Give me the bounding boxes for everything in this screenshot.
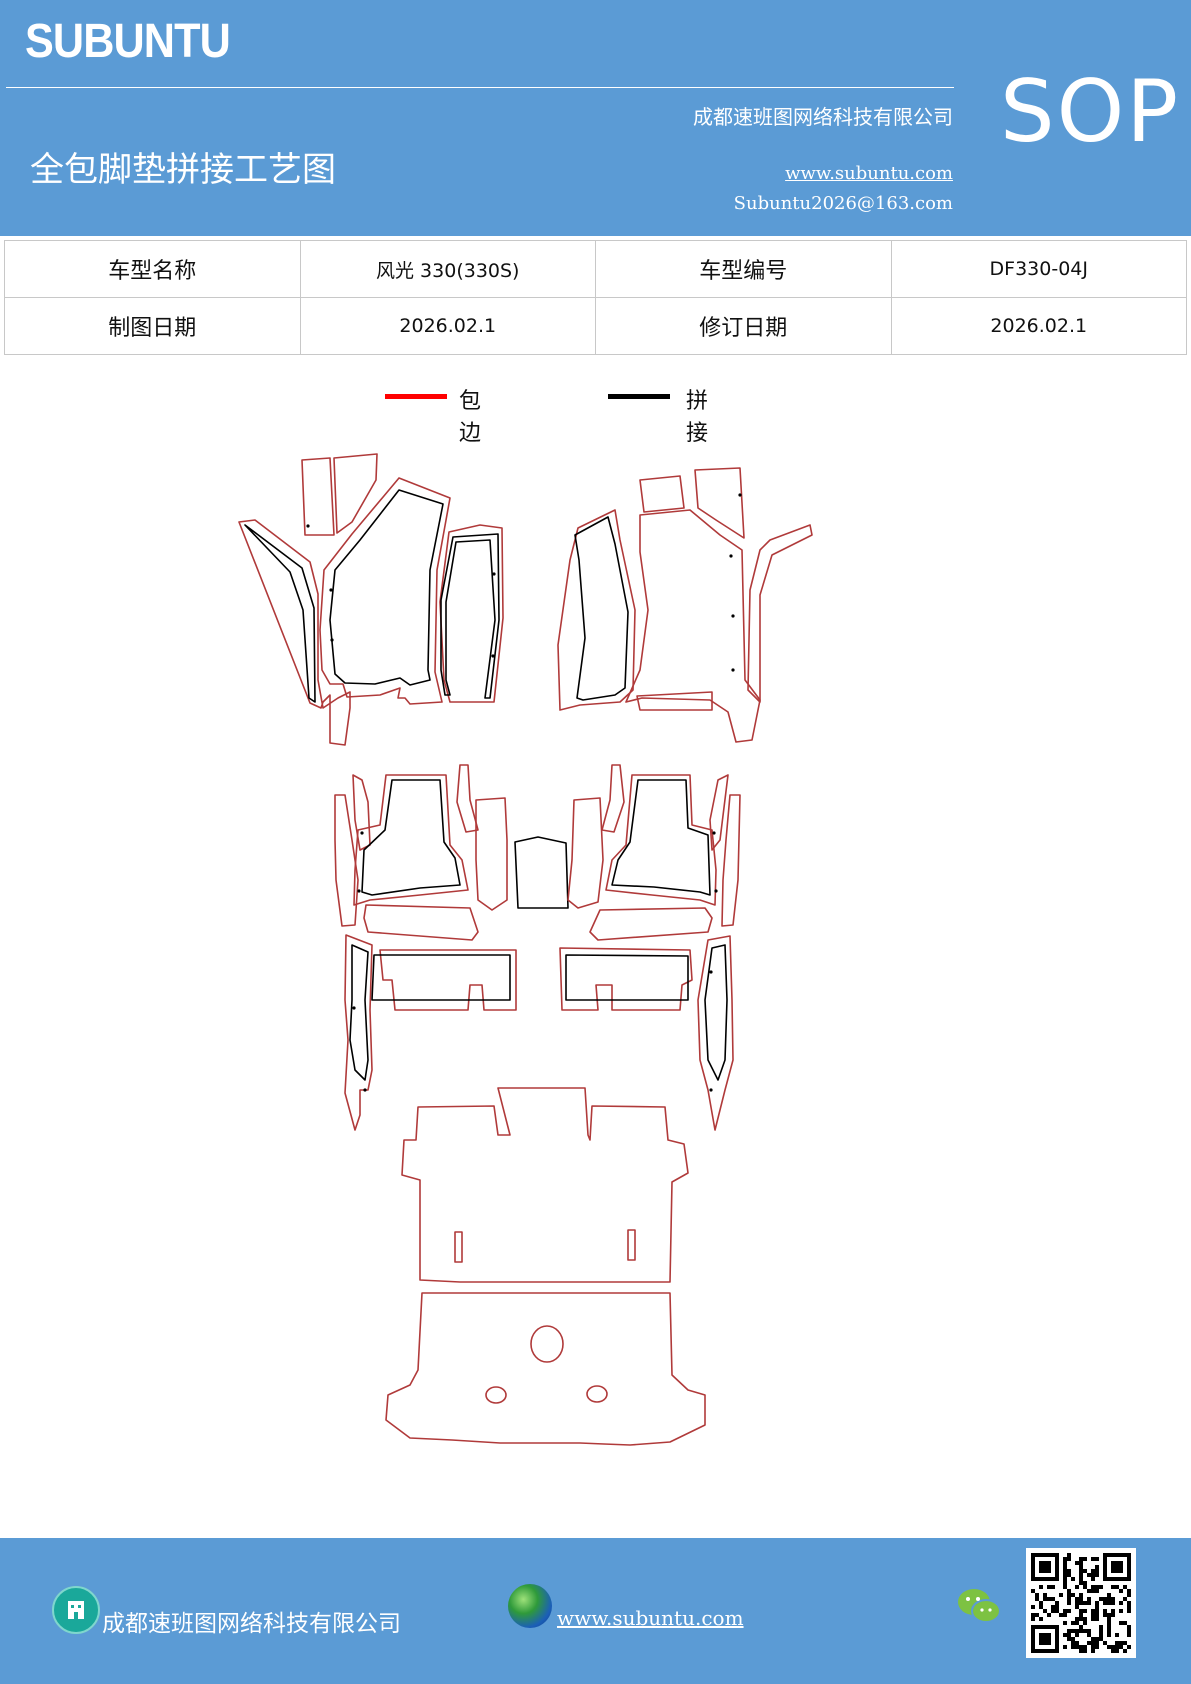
header-divider [6,87,954,88]
building-icon [52,1586,100,1634]
stitch-marker [360,831,364,835]
table-cell: DF330-04J [890,240,1187,298]
mat-piece [353,774,469,906]
mat-piece [344,934,373,1131]
wechat-icon[interactable] [956,1586,1002,1626]
mat-piece [475,797,508,911]
footer-company: 成都速班图网络科技有限公司 [102,1611,401,1637]
mat-piece [371,954,511,1001]
stitch-marker [329,588,333,592]
mat-piece [721,794,741,927]
qr-code-icon [1026,1548,1136,1658]
mat-piece [605,774,717,906]
mat-piece [589,907,713,941]
header-email: Subuntu2026@163.com [733,193,953,214]
floor-mat-diagram [238,453,813,1446]
sop-label: SOP [1000,62,1181,162]
mat-piece [636,691,713,711]
mat-piece [454,1231,463,1263]
table-cell: 车型编号 [595,240,892,298]
mat-hole [586,1385,608,1403]
mat-piece [349,944,369,1081]
stitch-marker [731,668,735,672]
legend-swatch-red [385,394,447,399]
mat-piece [514,836,569,909]
mat-piece [697,935,734,1131]
mat-piece [625,509,761,743]
mat-hole [530,1325,564,1363]
table-row: 车型名称 风光 330(330S) 车型编号 DF330-04J [4,240,1187,298]
mat-piece [456,764,479,833]
table-cell: 风光 330(330S) [299,240,596,298]
mat-piece [238,519,351,746]
mat-piece [601,764,625,833]
stitch-marker [330,638,334,642]
table-cell: 2026.02.1 [890,297,1187,355]
mat-piece [611,779,711,896]
table-cell: 2026.02.1 [299,297,596,355]
stitch-marker [738,493,742,497]
header-website-link[interactable]: www.subuntu.com [785,163,953,184]
header-company: 成都速班图网络科技有限公司 [693,105,953,129]
mat-piece [319,477,451,705]
table-cell: 制图日期 [4,297,301,355]
mat-piece [565,954,689,1001]
mat-piece [709,774,729,851]
mat-hole [485,1386,507,1404]
page-title: 全包脚垫拼接工艺图 [30,150,336,190]
legend-label: 拼接 [686,389,709,446]
header: SUBUNTU SOP 成都速班图网络科技有限公司 全包脚垫拼接工艺图 www.… [0,0,1191,236]
mat-piece [440,533,500,699]
mat-piece [627,1229,636,1261]
stitch-marker [712,831,716,835]
stitch-marker [357,889,361,893]
footer-website-link[interactable]: www.subuntu.com [557,1606,744,1630]
mat-piece [747,524,813,703]
logo: SUBUNTU [25,15,231,68]
mat-piece [361,779,461,896]
mat-piece [244,524,316,703]
stitch-marker [352,1006,356,1010]
stitch-marker [714,889,718,893]
mat-piece [363,904,479,941]
stitch-marker [729,554,733,558]
mat-piece [559,947,693,1011]
mat-piece [574,516,629,701]
legend-label: 包边 [459,389,482,446]
table-row: 制图日期 2026.02.1 修订日期 2026.02.1 [4,297,1187,355]
stitch-marker [363,1088,367,1092]
mat-piece [694,467,745,539]
stitch-marker [491,654,495,658]
stitch-marker [709,1088,713,1092]
mat-piece [333,453,378,534]
legend-swatch-black [608,394,670,399]
stitch-marker [731,614,735,618]
footer: 成都速班图网络科技有限公司 www.subuntu.com [0,1538,1191,1684]
info-table: 车型名称 风光 330(330S) 车型编号 DF330-04J 制图日期 20… [4,240,1187,355]
mat-piece [385,1292,706,1446]
stitch-marker [306,524,310,528]
table-cell: 修订日期 [595,297,892,355]
mat-piece [334,794,359,927]
mat-piece [379,949,517,1011]
globe-icon [508,1584,552,1628]
mat-piece [301,457,335,536]
mat-piece [557,509,636,711]
mat-piece [704,944,728,1081]
stitch-marker [709,970,713,974]
mat-piece [567,797,604,909]
mat-piece [639,475,685,513]
mat-piece [352,774,371,851]
stitch-marker [492,572,496,576]
mat-piece [329,489,444,686]
mat-piece [401,1087,689,1283]
table-cell: 车型名称 [4,240,301,298]
